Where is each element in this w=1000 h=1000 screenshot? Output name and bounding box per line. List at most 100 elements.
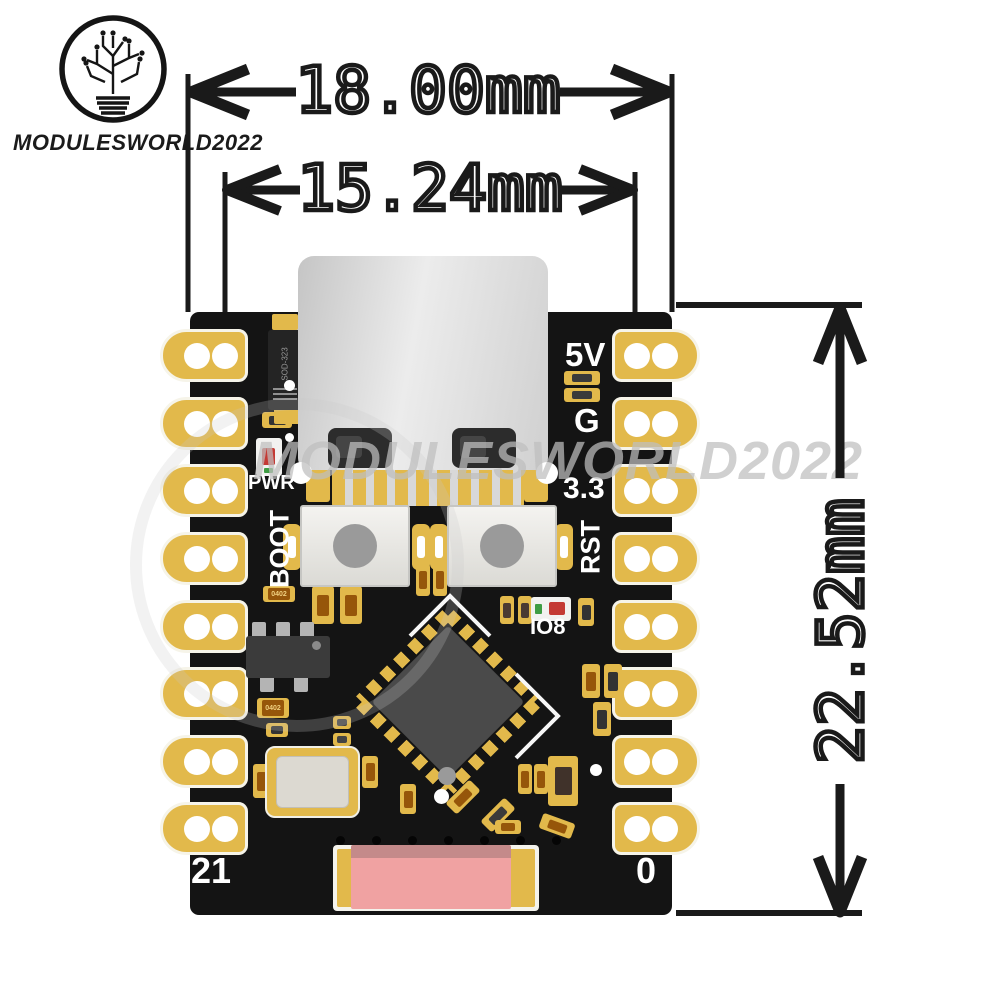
- smd-passive: [593, 702, 611, 736]
- pad-hole: [624, 749, 650, 775]
- castellated-pad-left: [160, 329, 248, 382]
- pad-hole: [652, 478, 678, 504]
- smd-passive-body: [256, 771, 266, 791]
- castellated-pad-right: [612, 329, 700, 382]
- pad-hole: [624, 816, 650, 842]
- smd-passive: [578, 598, 594, 626]
- smd-passive-body: [365, 763, 375, 781]
- silkscreen-label-pin-gnd: G: [574, 402, 600, 439]
- smd-passive-body: [572, 391, 592, 399]
- castellated-pad-right: [612, 532, 700, 585]
- smd-passive: [564, 371, 600, 385]
- smd-passive: [564, 388, 600, 402]
- smd-passive: [500, 596, 514, 624]
- pad-hole: [624, 614, 650, 640]
- smd-passive-body: [554, 767, 572, 795]
- ceramic-antenna: [351, 845, 511, 909]
- silkscreen-label-pin-3v3: 3.3: [563, 472, 605, 505]
- diode-sod323: SOD-323: [268, 330, 302, 410]
- dimension-pin-pitch-width: 15.24mm: [295, 152, 565, 226]
- smd-passive-body: [572, 374, 592, 382]
- silkscreen-label-pin-5v: 5V: [565, 336, 606, 373]
- via: [536, 462, 558, 484]
- dimension-board-width: 18.00mm: [293, 54, 563, 128]
- diode-stripe: [273, 393, 297, 395]
- reset-button: [447, 505, 557, 587]
- pad-hole: [184, 816, 210, 842]
- smd-passive-body: [521, 602, 529, 618]
- dimension-board-height: 22.52mm: [802, 496, 880, 766]
- pad-hole: [652, 614, 678, 640]
- diode-pad: [272, 314, 298, 330]
- pad-hole: [624, 546, 650, 572]
- pad-hole: [652, 546, 678, 572]
- smd-passive-body: [337, 736, 347, 743]
- pad-hole: [652, 749, 678, 775]
- smd-passive: [518, 764, 532, 794]
- smd-passive-body: [586, 671, 596, 691]
- silkscreen-label-pin-0: 0: [636, 850, 657, 891]
- smd-passive-body: [581, 604, 591, 620]
- castellated-pad-right: [612, 600, 700, 653]
- led-die: [549, 602, 565, 615]
- silkscreen-label-pin-21: 21: [191, 850, 232, 891]
- castellated-pad-right: [612, 667, 700, 720]
- pad-hole: [624, 343, 650, 369]
- drill-dot: [480, 836, 489, 845]
- via: [590, 764, 602, 776]
- smd-passive-body: [503, 602, 511, 618]
- castellated-pad-left: [160, 735, 248, 788]
- usb-shell-tab: [452, 428, 516, 468]
- smd-passive: [604, 664, 622, 698]
- io8-led: [531, 597, 571, 621]
- watermark-text: MODULESWORLD2022: [253, 431, 864, 491]
- pad-hole: [184, 343, 210, 369]
- via: [283, 379, 295, 391]
- drill-dot: [552, 836, 561, 845]
- button-plunger: [480, 524, 524, 568]
- chip-pin1-dot: [438, 767, 456, 785]
- smd-passive: [518, 596, 532, 624]
- castellated-pad-right: [612, 735, 700, 788]
- pad-hole: [652, 816, 678, 842]
- smd-passive: [495, 820, 521, 834]
- drill-dot: [372, 836, 381, 845]
- smd-passive-body: [521, 770, 529, 788]
- pad-hole: [184, 749, 210, 775]
- smd-passive-body: [608, 671, 618, 691]
- smd-passive-body: [546, 818, 568, 834]
- castellated-pad-right: [612, 802, 700, 855]
- crystal-oscillator: [265, 746, 360, 818]
- pad-hole: [212, 816, 238, 842]
- pad-hole: [212, 343, 238, 369]
- pad-hole: [624, 478, 650, 504]
- diode-marking: SOD-323: [280, 346, 290, 381]
- pad-hole: [652, 681, 678, 707]
- silkscreen-label-io8: IO8: [530, 614, 566, 639]
- silkscreen-label-rst: RST: [575, 520, 606, 574]
- usb-tab-inner: [460, 436, 486, 458]
- contact-hole: [560, 536, 568, 558]
- smd-passive: [362, 756, 378, 788]
- smd-passive: [400, 784, 416, 814]
- pad-hole: [624, 681, 650, 707]
- reset-button-contact: [555, 524, 573, 570]
- smd-passive-body: [537, 770, 545, 788]
- circuit-tree-bulb-icon: [59, 15, 167, 123]
- drill-dot: [516, 836, 525, 845]
- smd-passive-body: [501, 823, 515, 831]
- brand-name: MODULESWORLD2022: [13, 130, 264, 155]
- via: [433, 788, 449, 804]
- pad-hole: [652, 343, 678, 369]
- smd-passive: [333, 733, 351, 746]
- smd-passive-body: [403, 790, 413, 808]
- pad-hole: [212, 749, 238, 775]
- crystal-body: [276, 756, 349, 808]
- smd-passive: [534, 764, 548, 794]
- drill-dot: [408, 836, 417, 845]
- smd-passive: [582, 664, 600, 698]
- pad-hole: [652, 411, 678, 437]
- castellated-pad-left: [160, 802, 248, 855]
- drill-dot: [444, 836, 453, 845]
